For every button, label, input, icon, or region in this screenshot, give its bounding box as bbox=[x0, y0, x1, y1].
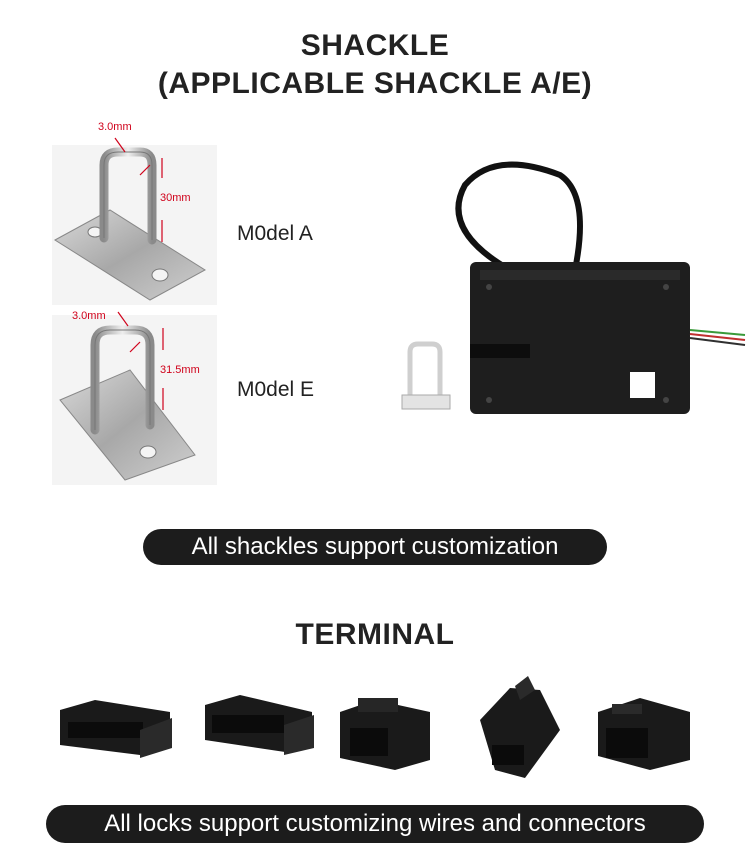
dimension-wire-a: 3.0mm bbox=[98, 121, 132, 133]
customization-banner: All shackles support customization bbox=[143, 529, 607, 565]
model-e-label: M0del E bbox=[237, 378, 315, 401]
terminal-connectors bbox=[60, 676, 690, 778]
model-a-label: M0del A bbox=[237, 222, 313, 245]
connector-4 bbox=[480, 676, 560, 778]
shackle-model-e-image bbox=[52, 311, 217, 485]
dimension-height-a: 30mm bbox=[160, 192, 191, 204]
electronic-lock-image bbox=[401, 161, 746, 414]
connector-3 bbox=[340, 698, 430, 770]
dimension-height-e: 31.5mm bbox=[160, 364, 200, 376]
connector-5 bbox=[598, 698, 690, 770]
section-subtitle-applicable: (APPLICABLE SHACKLE A/E) bbox=[157, 67, 593, 100]
wires-connectors-banner: All locks support customizing wires and … bbox=[46, 805, 704, 843]
dimension-wire-e: 3.0mm bbox=[72, 310, 106, 322]
section-title-shackle: SHACKLE bbox=[300, 29, 450, 62]
section-title-terminal: TERMINAL bbox=[295, 618, 455, 651]
connector-1 bbox=[60, 700, 172, 758]
shackle-model-a-image bbox=[52, 137, 217, 305]
connector-2 bbox=[205, 695, 314, 755]
